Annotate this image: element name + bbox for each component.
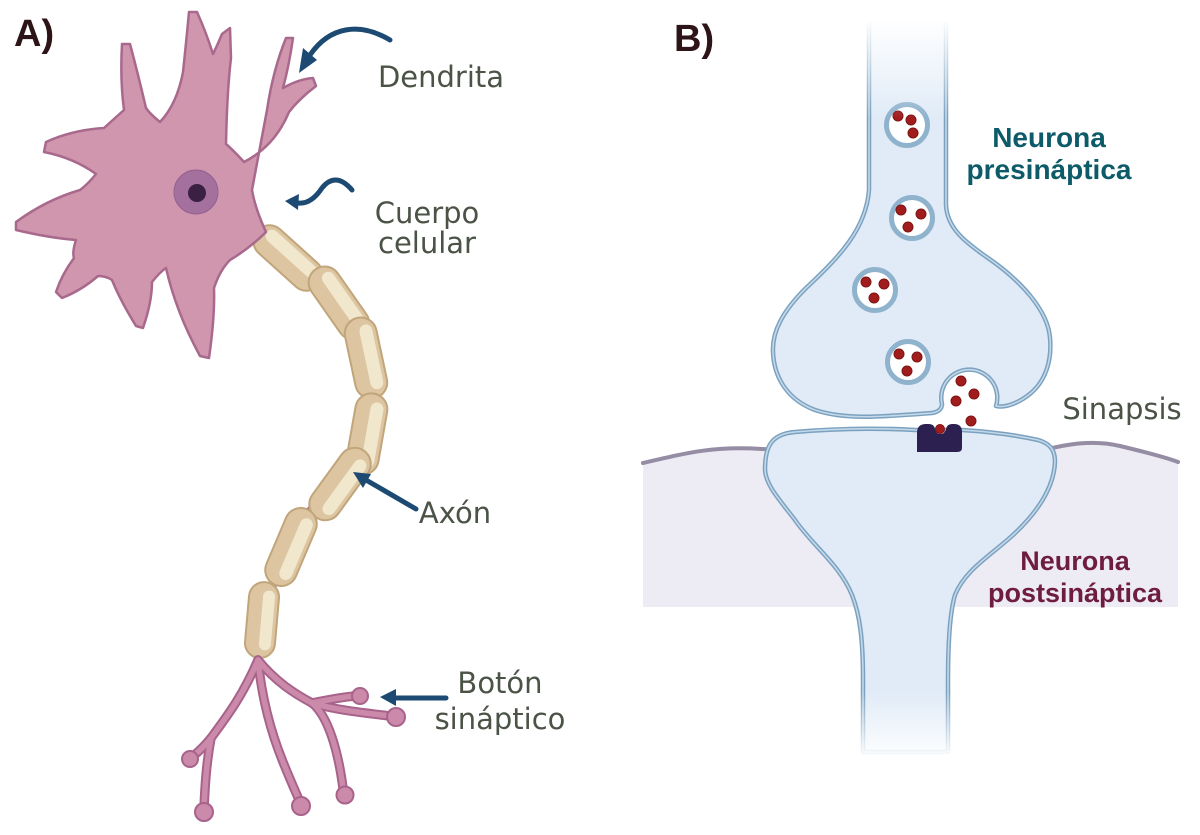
axon-label: Axón xyxy=(419,496,491,530)
terminal-bouton xyxy=(386,707,406,727)
neurotransmitter-dot xyxy=(950,395,962,407)
neurotransmitter-dot xyxy=(893,348,905,360)
dendrite-arrowhead xyxy=(299,48,317,73)
bouton-label-line2: sináptico xyxy=(435,702,566,736)
presynaptic-label-line1: Neurona xyxy=(992,122,1106,153)
cell-body-arrow xyxy=(295,177,355,206)
bouton-label-line1: Botón xyxy=(457,666,542,700)
myelin-segment xyxy=(343,316,389,400)
terminal-bouton xyxy=(181,750,199,768)
synaptic-vesicle xyxy=(889,195,935,241)
neurotransmitter-dot xyxy=(892,110,904,122)
axon-terminal xyxy=(181,655,406,822)
dendrite-arrow xyxy=(307,26,393,58)
presynaptic-label-line2: presináptica xyxy=(967,154,1132,185)
nucleolus xyxy=(188,184,206,202)
terminal-branches xyxy=(189,657,393,811)
cell-body-label-line2: celular xyxy=(378,226,476,260)
neurotransmitter-dot xyxy=(907,127,919,139)
receptor xyxy=(917,424,962,452)
postsynaptic-label-line1: Neurona xyxy=(1020,546,1131,576)
synapse-label: Sinapsis xyxy=(1062,392,1181,426)
terminal-bouton xyxy=(291,796,311,816)
bouton-arrowhead xyxy=(380,689,396,706)
neurotransmitter-dot xyxy=(955,375,967,387)
cell-body-arrowhead xyxy=(285,194,299,210)
myelin-sheath xyxy=(243,224,389,659)
terminal-bouton xyxy=(351,687,369,705)
neurotransmitter-dot xyxy=(901,365,913,377)
axon xyxy=(243,224,389,667)
released-neurotransmitters xyxy=(950,375,980,427)
neurotransmitter-dot xyxy=(860,276,872,288)
neurotransmitter-dot xyxy=(935,424,945,434)
panel-a: A) Dendrita Cuerpo celular Axón Botón si… xyxy=(14,10,566,822)
neurotransmitter-dot xyxy=(968,388,980,400)
myelin-segment xyxy=(264,506,318,588)
neurotransmitter-dot xyxy=(878,278,890,290)
panel-b: B) Neurona presináptica Sinapsis Neurona… xyxy=(641,18,1182,752)
postsynaptic-label-line2: postsináptica xyxy=(988,578,1163,608)
neurotransmitter-dot xyxy=(965,415,977,427)
myelin-segment xyxy=(243,581,281,659)
synaptic-vesicle xyxy=(884,102,930,148)
neurotransmitter-dot xyxy=(868,292,880,304)
panel-b-letter: B) xyxy=(674,18,714,60)
soma xyxy=(14,10,318,360)
axon-arrow xyxy=(363,477,419,512)
neurotransmitter-dot xyxy=(915,208,927,220)
axon-arrowhead xyxy=(353,472,371,488)
neurotransmitter-dot xyxy=(905,114,917,126)
dendrite-label: Dendrita xyxy=(378,60,504,94)
synaptic-vesicle xyxy=(852,267,898,313)
terminal-bouton xyxy=(194,802,214,822)
neurotransmitter-dot xyxy=(902,221,914,233)
neurotransmitter-dot xyxy=(911,351,923,363)
cell-body-label-line1: Cuerpo xyxy=(375,196,480,230)
presynaptic-terminal xyxy=(773,22,1050,417)
annotation-arrows-a xyxy=(285,26,449,706)
neurotransmitter-dot xyxy=(895,204,907,216)
synaptic-vesicle xyxy=(885,339,931,385)
terminal-bouton xyxy=(335,785,355,805)
panel-a-letter: A) xyxy=(14,13,54,55)
